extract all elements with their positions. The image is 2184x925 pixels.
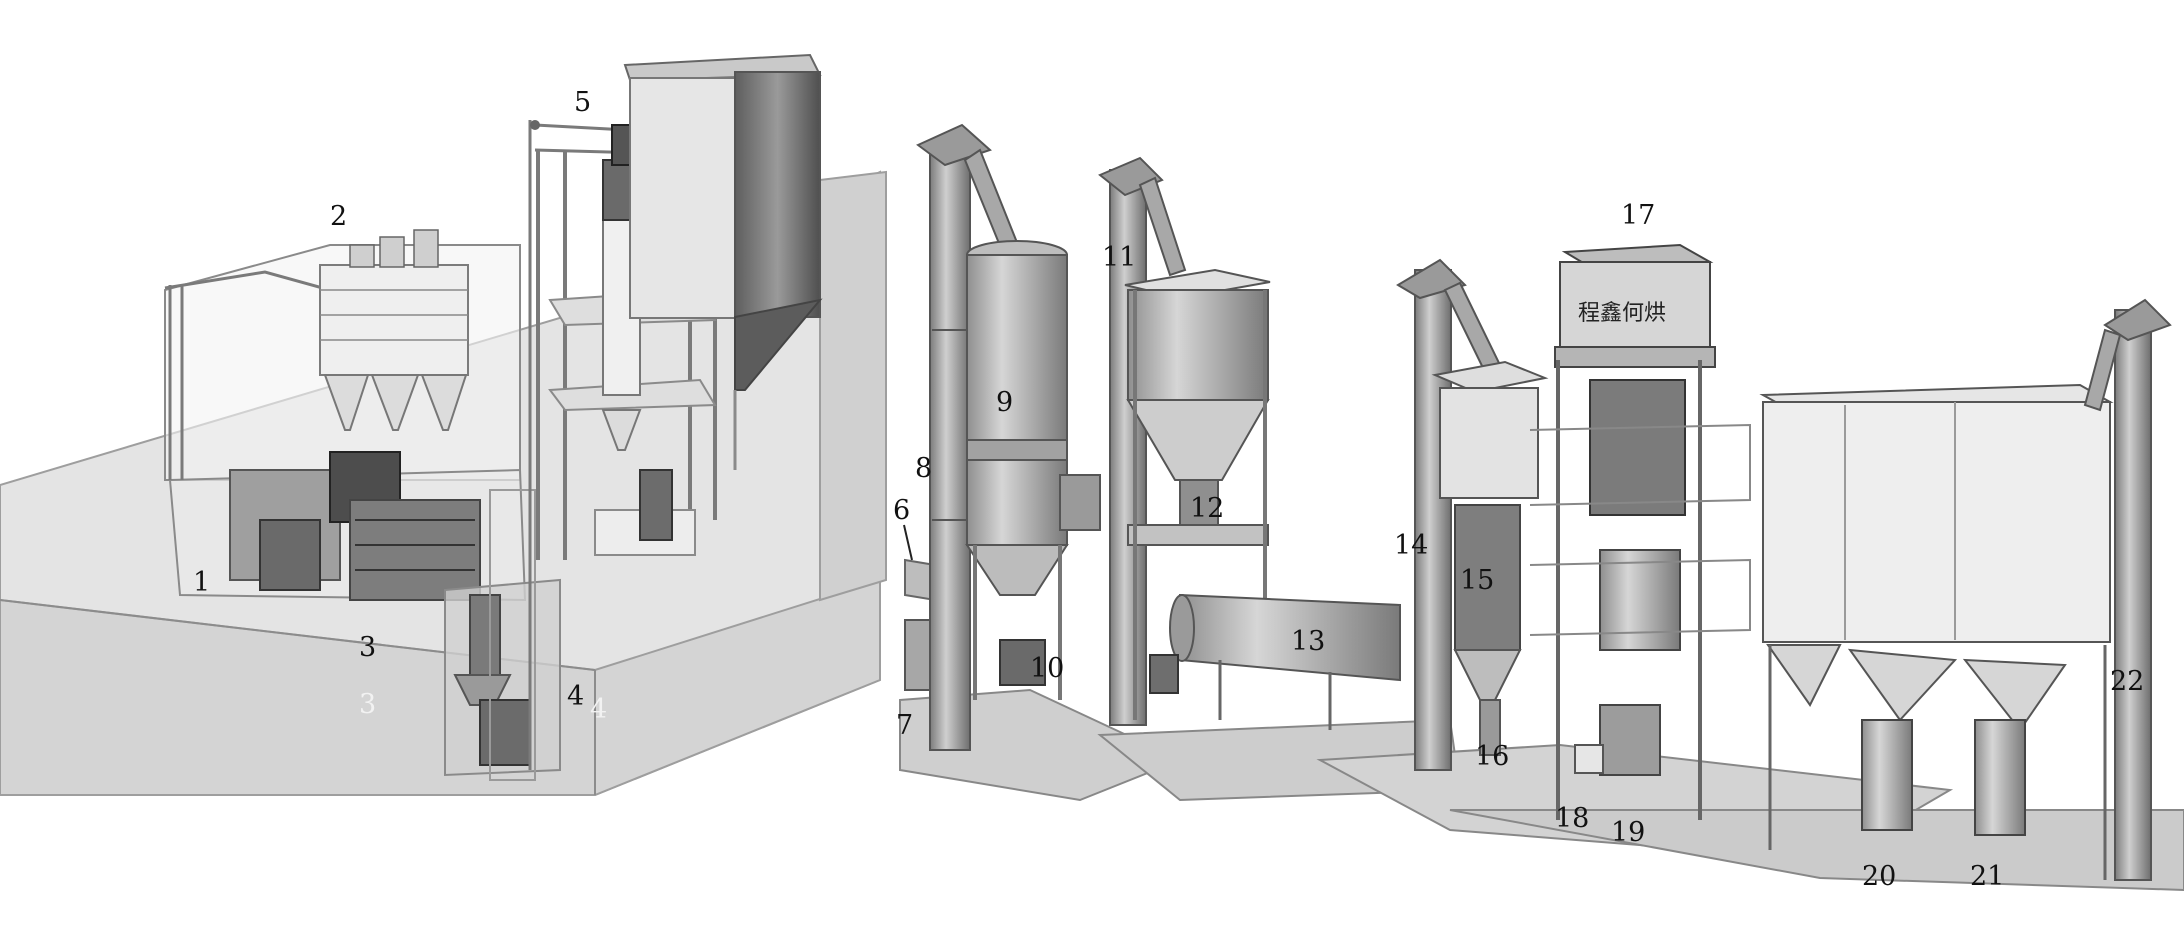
label-20: 20 xyxy=(1862,861,1896,892)
label-11: 11 xyxy=(1102,242,1136,273)
label-22: 22 xyxy=(2110,666,2144,697)
label-2: 2 xyxy=(330,201,347,232)
label-19: 19 xyxy=(1611,817,1645,848)
elevator-14 xyxy=(1396,258,1502,771)
left-panel: 1 2 3 3 4 4 5 xyxy=(0,20,887,796)
left-labels: 1 2 3 3 4 4 5 xyxy=(193,87,607,725)
label-13: 13 xyxy=(1291,626,1325,657)
label-12: 12 xyxy=(1190,493,1224,524)
label-18: 18 xyxy=(1555,803,1589,834)
label-1: 1 xyxy=(193,567,210,598)
label-4: 4 xyxy=(567,681,584,712)
crusher-1 xyxy=(229,451,481,601)
back-silo xyxy=(623,53,823,470)
label-7: 7 xyxy=(896,710,913,741)
elevator-11 xyxy=(1098,156,1187,726)
right-panel: 程鑫何烘 xyxy=(893,123,2184,892)
dust-collector-2 xyxy=(319,229,469,431)
label-10: 10 xyxy=(1030,653,1064,684)
filter-15 xyxy=(1431,360,1549,756)
label-17: 17 xyxy=(1621,200,1655,231)
label-4-ghost: 4 xyxy=(590,694,607,725)
label-8: 8 xyxy=(915,453,932,484)
label-6: 6 xyxy=(893,495,910,526)
label-9: 9 xyxy=(996,387,1013,418)
mill-9 xyxy=(965,240,1101,700)
label-14: 14 xyxy=(1394,530,1428,561)
right-labels: 6 7 8 9 10 11 12 13 14 15 16 17 18 19 20… xyxy=(893,200,2144,892)
storage-silos-20-21 xyxy=(1759,383,2114,880)
hopper-12 xyxy=(1124,268,1271,720)
label-3-ghost: 3 xyxy=(359,689,376,720)
elevator-22 xyxy=(2083,298,2172,881)
packing-tower-17: 程鑫何烘 xyxy=(1529,243,1751,820)
label-5: 5 xyxy=(574,87,591,118)
tower-sign-text: 程鑫何烘 xyxy=(1578,301,1666,326)
dryer-13 xyxy=(1149,593,1401,730)
label-16: 16 xyxy=(1475,741,1509,772)
label-15: 15 xyxy=(1460,565,1494,596)
label-3: 3 xyxy=(359,632,376,663)
elevator-pit xyxy=(444,120,561,781)
label-21: 21 xyxy=(1970,861,2004,892)
